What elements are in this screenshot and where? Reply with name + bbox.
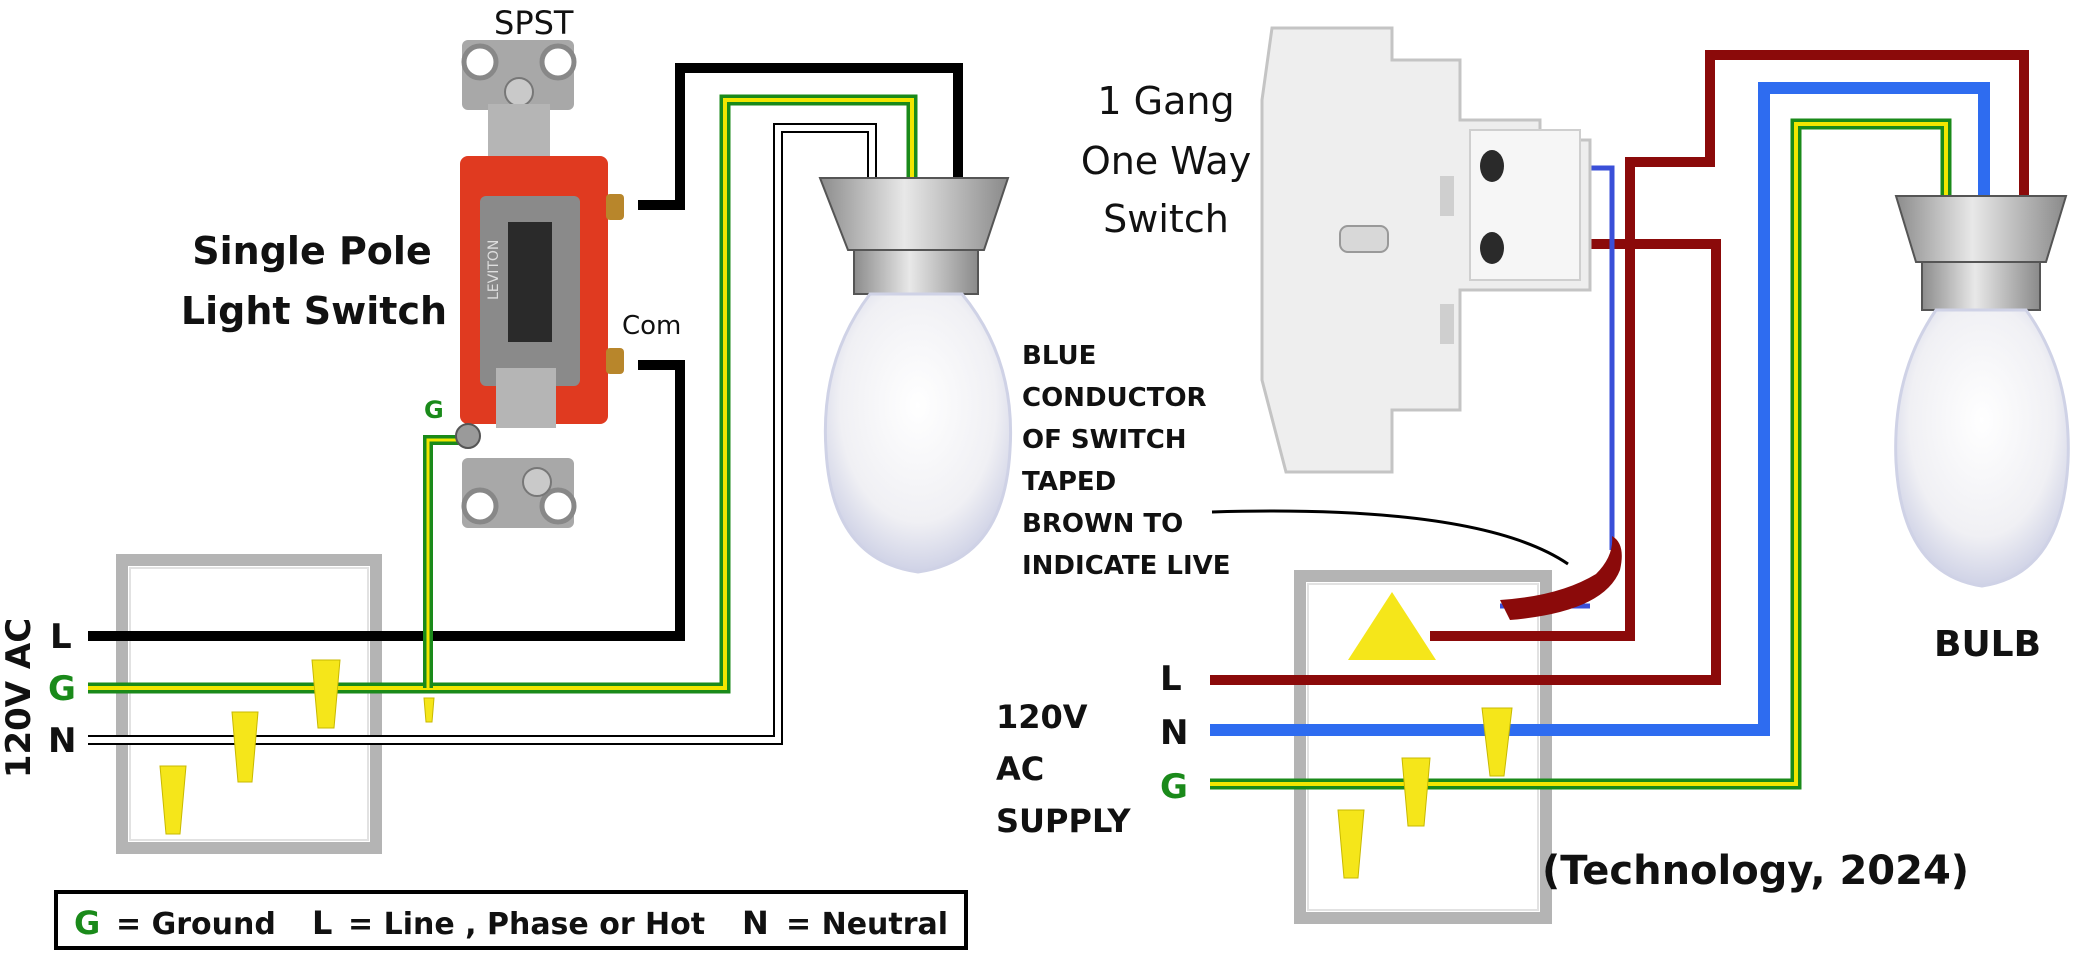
note-leader-line: [1211, 509, 1569, 566]
right-neutral-letter: N: [1160, 713, 1188, 753]
right-title-line2: One Way: [1081, 139, 1251, 183]
legend: G = Ground L = Line , Phase or Hot N = N…: [54, 890, 968, 950]
wire-nut-neutral-right: [1401, 757, 1431, 827]
note-line-3: OF SWITCH: [1022, 425, 1187, 455]
right-ground-letter: G: [1160, 767, 1188, 807]
spst-label: SPST: [494, 4, 574, 42]
wire-nut-line: [311, 659, 341, 729]
spst-switch: LEVITON: [455, 40, 624, 528]
right-title-line3: Switch: [1103, 197, 1229, 241]
one-way-switch: [1260, 26, 1592, 474]
switch-brand-text: LEVITON: [486, 240, 502, 300]
right-neutral-wire: [1210, 82, 1990, 736]
note-line-4: TAPED: [1022, 467, 1116, 497]
left-neutral-wire: [88, 123, 877, 745]
wire-nut-ground-tail: [423, 697, 435, 723]
left-title-line2: Light Switch: [181, 289, 447, 333]
legend-n-text: = Neutral: [786, 907, 948, 942]
right-supply-line1: 120V: [996, 698, 1088, 736]
right-line-letter: L: [1160, 659, 1182, 699]
left-wire-nuts: [159, 659, 435, 835]
left-supply-label: 120V AC: [0, 618, 39, 778]
brown-tape: [1500, 536, 1622, 620]
com-label: Com: [622, 311, 681, 341]
left-neutral-letter: N: [48, 721, 76, 761]
legend-g-text: = Ground: [116, 907, 276, 942]
legend-l-key: L: [312, 904, 332, 942]
right-live-wire: [1210, 50, 2029, 685]
wire-nut-ground: [231, 711, 259, 783]
switch-ground-tag: G: [424, 396, 444, 424]
citation: (Technology, 2024): [1542, 848, 1969, 894]
legend-n-key: N: [742, 904, 769, 942]
wire-nut-ground-right: [1337, 809, 1365, 879]
right-supply-line3: SUPPLY: [996, 802, 1131, 840]
note-line-6: INDICATE LIVE: [1022, 551, 1231, 581]
left-ground-letter: G: [48, 669, 76, 709]
legend-g-key: G: [74, 904, 100, 942]
wire-nut-live: [1481, 707, 1513, 777]
right-wire-nuts: [1337, 707, 1513, 879]
warning-triangle-icon: [1348, 592, 1436, 660]
right-bulb: [1894, 195, 2070, 588]
note-line-5: BROWN TO: [1022, 509, 1183, 539]
right-title-line1: 1 Gang: [1097, 79, 1234, 123]
right-supply-line2: AC: [996, 750, 1044, 788]
wire-nut-neutral: [159, 765, 187, 835]
right-junction-box: [1294, 570, 1552, 924]
right-ground-wire: [1210, 118, 1952, 790]
left-title-line1: Single Pole: [192, 229, 431, 273]
note-line-1: BLUE: [1022, 341, 1096, 371]
bulb-label: BULB: [1934, 624, 2041, 665]
left-ground-wire: [88, 94, 918, 694]
legend-l-text: = Line , Phase or Hot: [348, 907, 705, 942]
left-line-wire: [88, 63, 963, 641]
left-line-letter: L: [50, 617, 72, 657]
note-line-2: CONDUCTOR: [1022, 383, 1207, 413]
left-bulb: [818, 177, 1013, 574]
taping-note: BLUE CONDUCTOR OF SWITCH TAPED BROWN TO …: [1022, 341, 1231, 581]
left-junction-box: [116, 554, 382, 854]
